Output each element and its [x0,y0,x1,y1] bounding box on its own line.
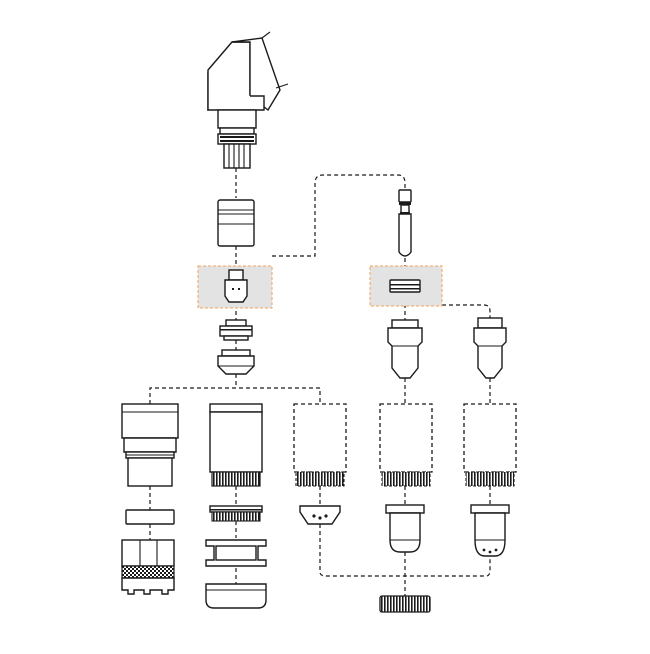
torch-head-icon [207,31,289,169]
deflector-c[interactable] [299,505,341,525]
nozzle-right-b[interactable] [473,317,507,379]
highlight-box-right[interactable] [369,265,443,307]
clip-b[interactable] [205,539,267,567]
shield-icon [121,403,179,487]
optional-shield-e[interactable] [463,403,517,487]
nozzle-icon [217,349,255,375]
retaining-cap-icon [217,199,255,247]
optional-shield-d[interactable] [379,403,433,487]
optional-shield-c[interactable] [293,403,347,487]
knurled-ring-b[interactable] [209,505,263,522]
nozzle-left[interactable] [217,349,255,375]
torch-head[interactable] [207,31,289,169]
connector-lines [149,168,491,596]
nozzle-icon [387,319,423,379]
highlight-box-left[interactable] [197,265,273,309]
cup-d[interactable] [385,504,425,553]
retaining-cap-small[interactable] [217,199,255,247]
electrode-icon [224,269,248,303]
swirl-ring-icon [219,319,253,341]
electrode-icon [398,189,412,257]
electrode-long[interactable] [398,189,412,257]
swirl-ring[interactable] [219,319,253,341]
shield-icon [209,403,263,487]
tool-a[interactable] [121,539,175,595]
nozzle-right-a[interactable] [387,319,423,379]
cap-b[interactable] [205,583,267,609]
spacer-ring-a[interactable] [125,509,175,525]
tool-icon [121,539,175,595]
shield-cap-a[interactable] [121,403,179,487]
nozzle-icon [473,317,507,379]
knurled-cap-bottom[interactable] [379,595,431,613]
cup-e[interactable] [470,504,510,557]
swirl-ring-icon [389,279,421,293]
shield-cap-b[interactable] [209,403,263,487]
